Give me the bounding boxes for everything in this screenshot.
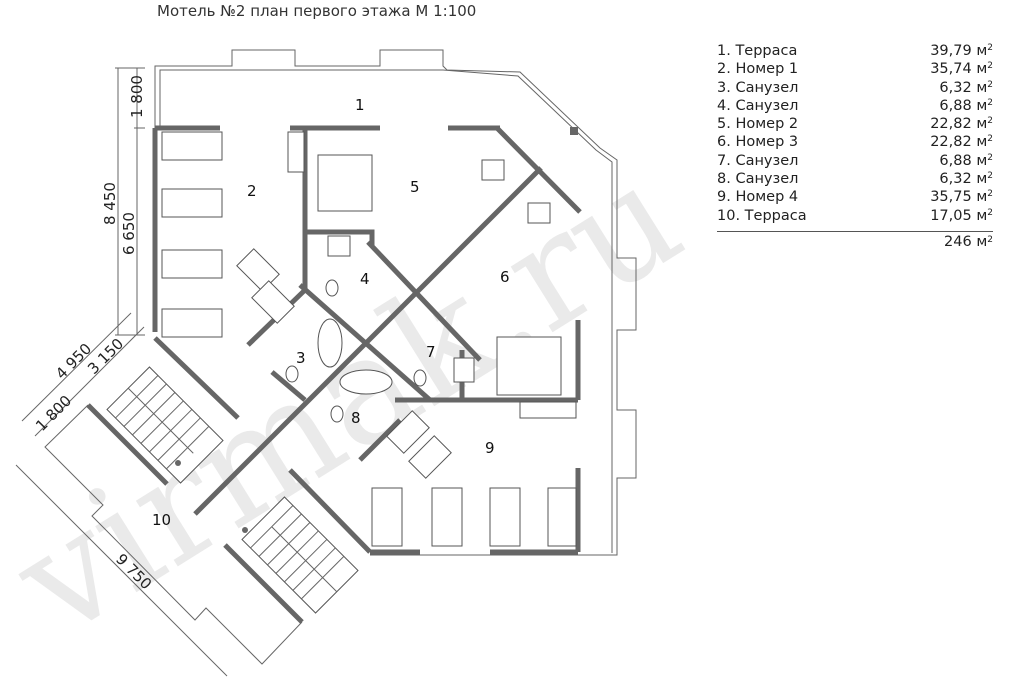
total-area: 246 м2 [717,234,993,250]
area-value: 17,05 м [930,207,988,224]
room-label: 9. Номер 4 [717,189,799,206]
area-value: 22,82 м [930,134,988,151]
room-number: 4 [360,270,370,288]
room-label: 10. Терраса [717,207,807,224]
toilet [285,365,299,383]
toilet [325,279,339,297]
toilet [413,369,427,387]
legend-row: 9. Номер 4 35,75 м2 [717,188,993,206]
area-value: 22,82 м [930,116,988,133]
legend-row: 5. Номер 2 22,82 м2 [717,115,993,133]
area-value: 35,75 м [930,189,988,206]
room-number: 9 [485,439,495,457]
terrace-outline-inner [159,69,613,553]
room-label: 2. Номер 1 [717,61,799,78]
room-number: 6 [500,268,510,286]
room-label: 7. Санузел [717,152,799,169]
unit-superscript: 2 [987,43,993,53]
stair-post [175,460,181,466]
area-value: 6,88 м [939,97,988,114]
room-label: 3. Санузел [717,79,799,96]
legend-row: 3. Санузел 6,32 м2 [717,79,993,97]
room-number: 2 [247,182,257,200]
toilet [330,405,344,423]
walls [86,125,582,624]
total-value: 246 м [944,233,988,250]
room-number: 8 [351,409,361,427]
desk [527,202,551,224]
room-area: 6,32 м2 [939,79,993,97]
room-area: 6,88 м2 [939,152,993,170]
dim-room-height: 6 650 [120,212,138,255]
terrace-10-outline [44,404,303,665]
unit-superscript: 2 [987,152,993,163]
column [570,127,578,135]
legend-row: 1. Терраса 39,79 м2 [717,42,993,60]
legend-row: 8. Санузел 6,32 м2 [717,170,993,188]
beds-room-9 [371,487,577,547]
bathtub [317,318,343,368]
room-area: 39,79 м2 [930,42,993,60]
unit-superscript: 2 [987,189,993,200]
room-number: 7 [426,343,436,361]
staircase-1 [106,366,224,484]
unit-superscript: 2 [987,61,993,72]
room-area: 22,82 м2 [930,133,993,151]
room-number: 1 [355,96,365,114]
room-area: 17,05 м2 [930,207,993,225]
area-value: 6,32 м [939,79,988,96]
area-value: 39,79 м [930,43,988,59]
desk [481,159,505,181]
plan-title: Мотель №2 план первого этажа М 1:100 [157,2,477,20]
unit-superscript: 2 [987,97,993,108]
legend-row: 7. Санузел 6,88 м2 [717,152,993,170]
room-label: 8. Санузел [717,171,799,188]
area-value: 35,74 м [930,61,988,78]
room-area: 6,88 м2 [939,97,993,115]
unit-superscript: 2 [987,234,993,245]
sink [327,235,351,257]
room-number: 3 [296,349,306,367]
room-area: 35,74 м2 [930,60,993,78]
legend-row: 6. Номер 3 22,82 м2 [717,133,993,151]
room-area: 35,75 м2 [930,188,993,206]
wardrobe [519,401,577,419]
room-label: 6. Номер 3 [717,134,799,151]
sofas [236,248,452,479]
unit-superscript: 2 [987,116,993,127]
room-area: 6,32 м2 [939,170,993,188]
total-divider [717,230,993,232]
wardrobe [287,131,305,173]
unit-superscript: 2 [987,134,993,145]
staircase-2 [241,496,359,614]
sink [453,357,475,383]
dim-top-terrace: 1 800 [128,75,146,118]
stair-post [242,527,248,533]
bathtub [339,369,393,395]
dim-diag-terrace: 1 800 [32,392,75,435]
beds-room-2 [161,131,223,338]
terrace-outline [154,49,637,556]
room-label: 4. Санузел [717,97,799,114]
room-area: 22,82 м2 [930,115,993,133]
room-label: 1. Терраса [717,43,798,59]
unit-superscript: 2 [987,79,993,90]
double-bed-room-5 [317,154,373,212]
double-bed-room-6 [496,336,562,396]
area-value: 6,32 м [939,171,988,188]
legend-row: 2. Номер 1 35,74 м2 [717,60,993,78]
unit-superscript: 2 [987,207,993,218]
room-number: 5 [410,178,420,196]
legend-row: 10. Терраса 17,05 м2 [717,207,993,225]
area-value: 6,88 м [939,152,988,169]
legend-row: 4. Санузел 6,88 м2 [717,97,993,115]
unit-superscript: 2 [987,171,993,182]
dim-total-height: 8 450 [101,182,119,225]
room-number: 10 [152,511,171,529]
dimension-lines [15,67,228,677]
room-label: 5. Номер 2 [717,116,799,133]
